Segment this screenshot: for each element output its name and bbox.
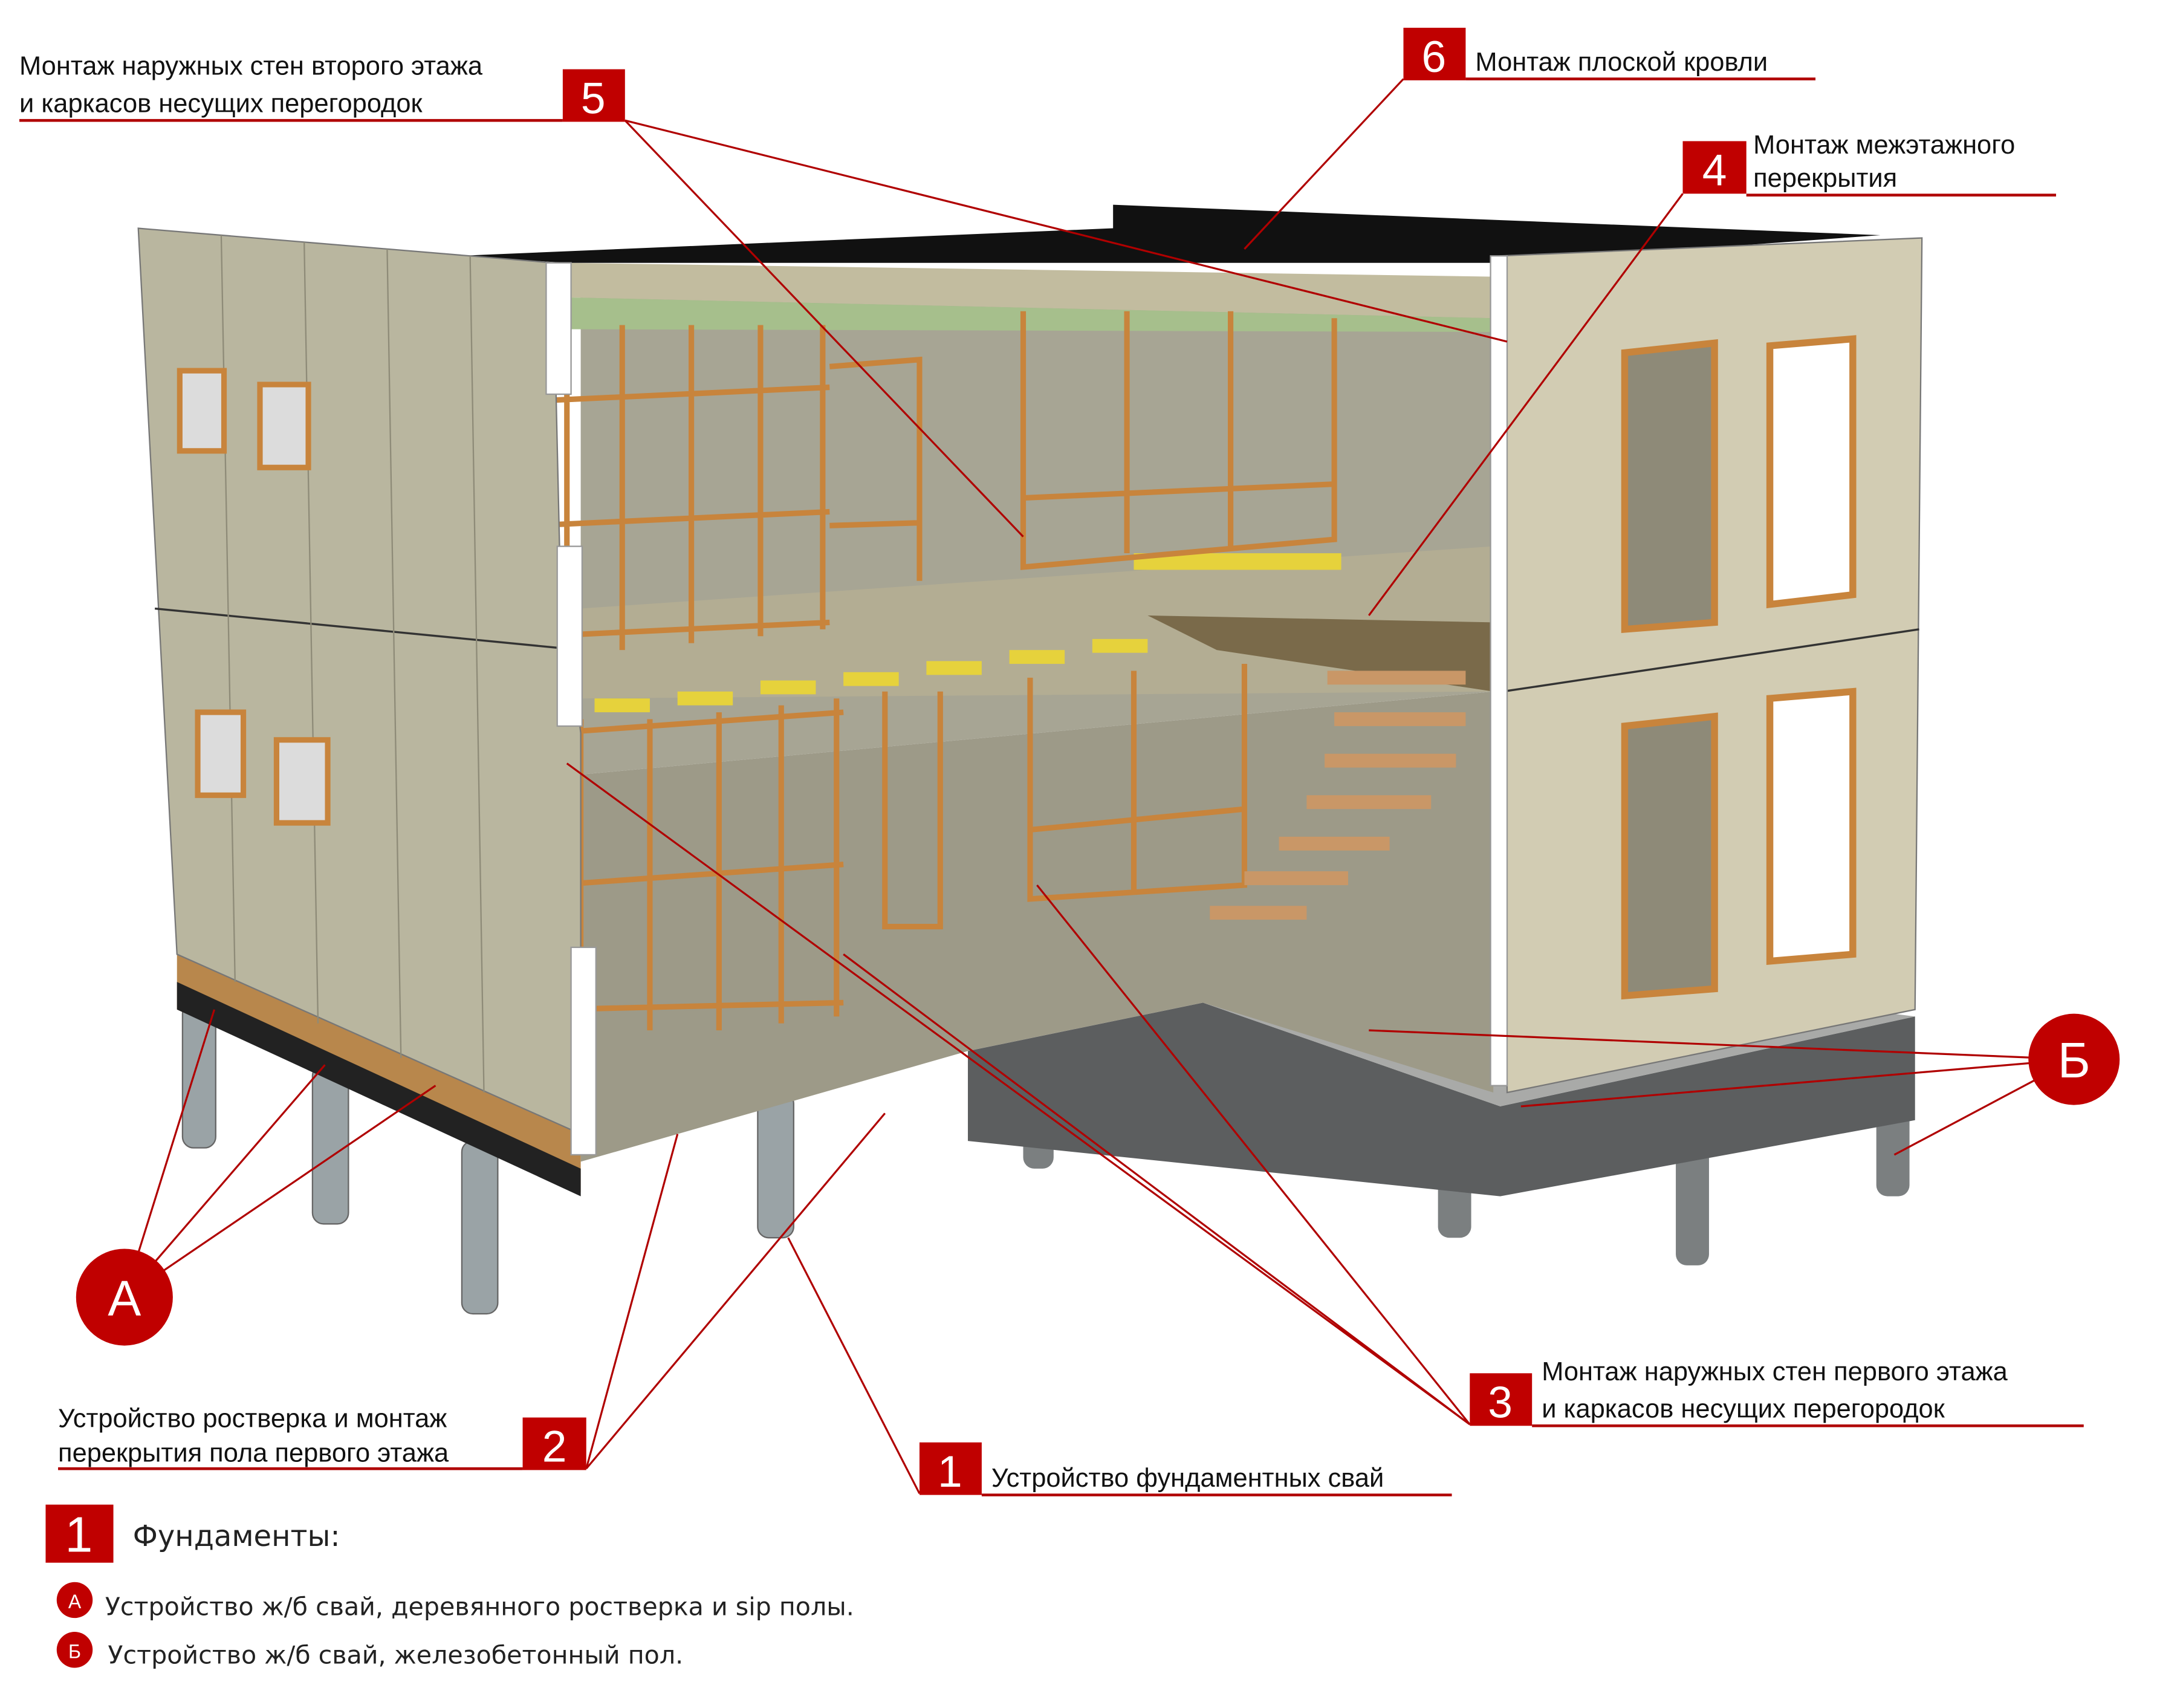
step-5-line1: Монтаж наружных стен второго этажа <box>19 52 483 81</box>
step-3-line1: Монтаж наружных стен первого этажа <box>1542 1357 2008 1386</box>
legend-item-a: Устройство ж/б свай, деревянного роствер… <box>105 1593 854 1622</box>
legend-marker-b: Б <box>68 1640 81 1662</box>
step-6-text: Монтаж плоской кровли <box>1475 48 1768 77</box>
step-2-label: Устройство ростверка и монтаж перекрытия… <box>58 1404 586 1472</box>
concrete-slab <box>968 1002 1915 1197</box>
svg-text:Б: Б <box>2058 1033 2091 1088</box>
step-4-line1: Монтаж межэтажного <box>1753 131 2015 160</box>
step-1-number: 1 <box>938 1447 962 1496</box>
step-6-label: 6 Монтаж плоской кровли <box>1403 27 1816 82</box>
left-wall-windows <box>177 368 331 826</box>
step-3-line2: и каркасов несущих перегородок <box>1542 1395 1945 1424</box>
right-wall-windows <box>1621 335 1857 1000</box>
step-4-label: 4 Монтаж межэтажного перекрытия <box>1682 131 2057 196</box>
legend-title: Фундаменты: <box>133 1519 340 1553</box>
step-5-number: 5 <box>581 74 606 123</box>
legend-number: 1 <box>65 1507 92 1562</box>
legend: 1 Фундаменты: А Устройство ж/б свай, дер… <box>45 1504 854 1670</box>
marker-a: А <box>76 1249 173 1346</box>
step-4-number: 4 <box>1702 146 1727 195</box>
step-3-number: 3 <box>1488 1378 1513 1427</box>
leader-lines <box>123 78 2075 1495</box>
step-5-label: Монтаж наружных стен второго этажа и кар… <box>19 52 625 123</box>
roof-slab <box>566 262 1494 319</box>
ground-floor <box>580 691 1494 1162</box>
flat-roof <box>456 204 1881 263</box>
step-1-text: Устройство фундаментных свай <box>991 1464 1384 1493</box>
stairs <box>1210 671 1466 920</box>
step-2-number: 2 <box>542 1422 567 1472</box>
interfloor-slab <box>580 546 1494 699</box>
step-6-number: 6 <box>1421 32 1446 82</box>
step-2-line2: перекрытия пола первого этажа <box>58 1439 449 1468</box>
step-5-line2: и каркасов несущих перегородок <box>19 89 423 118</box>
house-illustration <box>137 204 1923 1315</box>
legend-item-b: Устройство ж/б свай, железобетонный пол. <box>108 1641 683 1670</box>
svg-text:А: А <box>108 1270 141 1326</box>
step-2-line1: Устройство ростверка и монтаж <box>58 1404 447 1434</box>
step-4-line2: перекрытия <box>1753 164 1897 193</box>
step-1-label: 1 Устройство фундаментных свай <box>919 1442 1452 1496</box>
marker-b: Б <box>2028 1013 2120 1105</box>
legend-marker-a: А <box>68 1591 82 1612</box>
timber-framing <box>532 311 1337 1031</box>
step-3-label: Монтаж наружных стен первого этажа и кар… <box>1470 1357 2084 1427</box>
